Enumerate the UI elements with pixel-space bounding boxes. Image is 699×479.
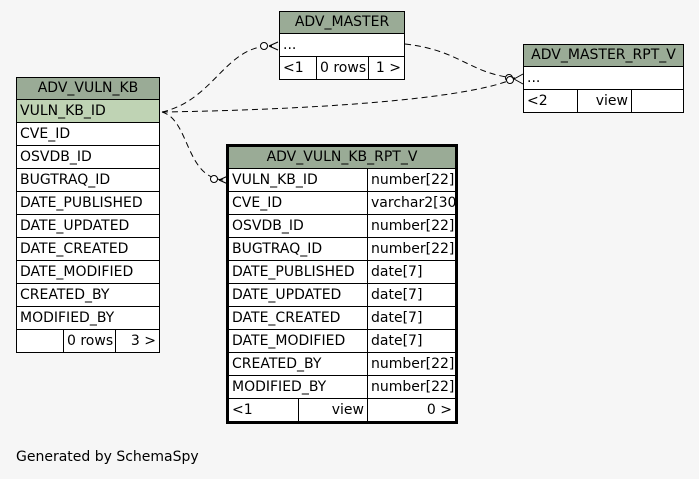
optional-marker xyxy=(506,76,514,84)
table-footer: <1 0 rows 1 > xyxy=(280,57,404,79)
table-row: ... xyxy=(280,34,404,57)
optional-marker xyxy=(260,42,268,50)
table-row: MODIFIED_BY xyxy=(17,307,159,330)
row-count: 0 rows xyxy=(316,57,368,79)
table-row: DATE_PUBLISHED xyxy=(17,192,159,215)
column-type: varchar2[30] xyxy=(367,192,455,214)
children-count: 3 > xyxy=(115,330,159,352)
column-name: ... xyxy=(527,70,541,86)
optional-marker xyxy=(210,175,218,183)
column-type: number[22] xyxy=(367,238,455,260)
table-row: VULN_KB_ID number[22] xyxy=(229,169,455,192)
column-name: CREATED_BY xyxy=(20,287,110,303)
table-row: CREATED_BY number[22] xyxy=(229,353,455,376)
table-row: DATE_UPDATED xyxy=(17,215,159,238)
children-count xyxy=(631,90,683,112)
column-name: CVE_ID xyxy=(232,195,283,211)
column-name: BUGTRAQ_ID xyxy=(20,172,111,188)
table-title: ADV_MASTER xyxy=(280,12,404,34)
children-count: 0 > xyxy=(367,399,455,421)
column-name: DATE_UPDATED xyxy=(20,218,130,234)
link-vuln-kb-to-master-rpt xyxy=(161,77,516,113)
link-master-to-master-rpt xyxy=(404,43,516,79)
table-adv-vuln-kb[interactable]: ADV_VULN_KB VULN_KB_ID CVE_ID OSVDB_ID B… xyxy=(16,77,160,353)
column-name: DATE_PUBLISHED xyxy=(232,264,355,280)
table-row: MODIFIED_BY number[22] xyxy=(229,376,455,399)
table-row: CREATED_BY xyxy=(17,284,159,307)
table-row: DATE_MODIFIED xyxy=(17,261,159,284)
column-name: OSVDB_ID xyxy=(232,218,304,234)
link-vuln-kb-to-rpt-v xyxy=(161,111,225,181)
crowfoot-marker xyxy=(268,41,279,51)
column-type: date[7] xyxy=(367,330,455,352)
table-row: CVE_ID xyxy=(17,123,159,146)
table-adv-vuln-kb-rpt-v[interactable]: ADV_VULN_KB_RPT_V VULN_KB_ID number[22] C… xyxy=(226,144,458,424)
table-row: CVE_ID varchar2[30] xyxy=(229,192,455,215)
table-footer: <2 view xyxy=(524,90,683,112)
table-row: DATE_CREATED date[7] xyxy=(229,307,455,330)
table-title: ADV_VULN_KB_RPT_V xyxy=(229,147,455,169)
table-row-primary-key: VULN_KB_ID xyxy=(17,100,159,123)
column-name: CREATED_BY xyxy=(232,356,322,372)
column-name: CVE_ID xyxy=(20,126,71,142)
table-row: ... xyxy=(524,67,683,90)
table-row: BUGTRAQ_ID xyxy=(17,169,159,192)
column-name: OSVDB_ID xyxy=(20,149,92,165)
parents-count: <1 xyxy=(283,60,304,76)
table-title: ADV_VULN_KB xyxy=(17,78,159,100)
column-name: VULN_KB_ID xyxy=(20,103,106,119)
column-name: MODIFIED_BY xyxy=(232,379,327,395)
table-row: BUGTRAQ_ID number[22] xyxy=(229,238,455,261)
column-type: number[22] xyxy=(367,215,455,237)
table-adv-master-rpt-v[interactable]: ADV_MASTER_RPT_V ... <2 view xyxy=(523,44,684,113)
column-type: date[7] xyxy=(367,261,455,283)
column-name: VULN_KB_ID xyxy=(232,172,318,188)
column-name: BUGTRAQ_ID xyxy=(232,241,323,257)
column-name: DATE_MODIFIED xyxy=(232,333,346,349)
column-name: DATE_PUBLISHED xyxy=(20,195,143,211)
table-kind: view xyxy=(577,90,631,112)
children-count: 1 > xyxy=(368,57,404,79)
column-name: DATE_MODIFIED xyxy=(20,264,134,280)
column-name: DATE_UPDATED xyxy=(232,287,342,303)
table-row: DATE_MODIFIED date[7] xyxy=(229,330,455,353)
table-row: DATE_PUBLISHED date[7] xyxy=(229,261,455,284)
parents-count: <1 xyxy=(232,402,253,418)
table-title: ADV_MASTER_RPT_V xyxy=(524,45,683,67)
row-count: 0 rows xyxy=(63,330,115,352)
crowfoot-marker xyxy=(513,73,524,85)
column-type: number[22] xyxy=(367,376,455,398)
table-kind: view xyxy=(298,399,367,421)
column-type: number[22] xyxy=(367,353,455,375)
generated-by-text: Generated by SchemaSpy xyxy=(16,449,199,465)
link-vuln-kb-to-master xyxy=(161,45,273,113)
column-name: DATE_CREATED xyxy=(232,310,341,326)
table-row: DATE_CREATED xyxy=(17,238,159,261)
table-footer: <1 view 0 > xyxy=(229,399,455,421)
column-name: DATE_CREATED xyxy=(20,241,129,257)
column-type: number[22] xyxy=(367,169,455,191)
table-row: OSVDB_ID number[22] xyxy=(229,215,455,238)
table-row: DATE_UPDATED date[7] xyxy=(229,284,455,307)
parents-count xyxy=(17,330,63,352)
table-footer: 0 rows 3 > xyxy=(17,330,159,352)
column-name: ... xyxy=(283,37,297,53)
column-name: MODIFIED_BY xyxy=(20,310,115,326)
column-type: date[7] xyxy=(367,284,455,306)
column-type: date[7] xyxy=(367,307,455,329)
table-adv-master[interactable]: ADV_MASTER ... <1 0 rows 1 > xyxy=(279,11,405,80)
parents-count: <2 xyxy=(527,93,548,109)
table-row: OSVDB_ID xyxy=(17,146,159,169)
